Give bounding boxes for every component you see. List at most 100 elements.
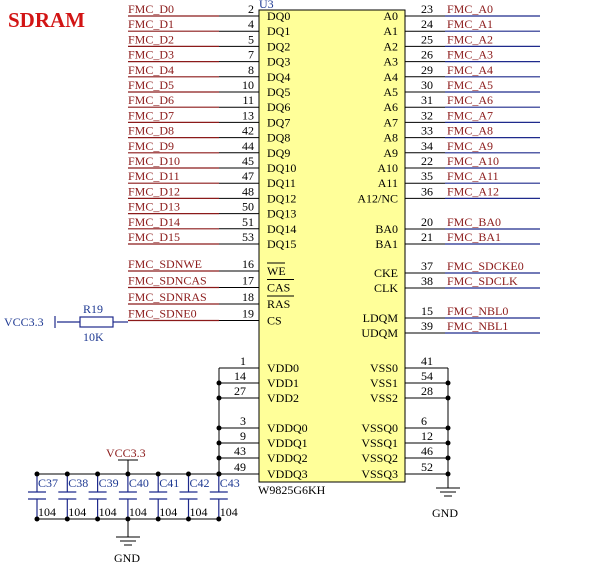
chip-refdes: U3 [259,0,274,11]
pin-number-46: 46 [421,444,433,458]
pin-name-udqm: UDQM [361,326,398,340]
pin-name-vddq0: VDDQ0 [267,421,308,435]
pin-number-28: 28 [421,384,433,398]
pin-number-13: 13 [242,108,254,122]
pin-number-5: 5 [248,32,254,46]
pin-number-47: 47 [242,169,254,183]
pin-name-vssq2: VSSQ2 [361,451,398,465]
pin-number-48: 48 [242,184,254,198]
pin-number-38: 38 [421,274,433,288]
net-label-fmc_ba0: FMC_BA0 [447,215,501,229]
pin-number-1: 1 [240,354,246,368]
pin-name-a12-nc: A12/NC [357,191,398,205]
pin-number-3: 3 [240,414,246,428]
pin-name-dq11: DQ11 [267,176,296,190]
pin-number-45: 45 [242,154,254,168]
net-label-fmc_a5: FMC_A5 [447,78,493,92]
net-label-fmc_d9: FMC_D9 [128,139,174,153]
pin-name-dq9: DQ9 [267,146,290,160]
cap-value-c41: 104 [159,505,177,519]
gnd-label-right: GND [432,506,458,520]
pin-number-37: 37 [421,259,433,273]
pin-name-a2: A2 [383,39,398,53]
pin-number-10: 10 [242,78,254,92]
pin-number-51: 51 [242,215,254,229]
vdd-rail [216,368,222,477]
r19-supply-label: VCC3.3 [4,315,44,329]
pin-name-dq3: DQ3 [267,55,290,69]
pin-name-dq6: DQ6 [267,100,290,114]
pin-number-8: 8 [248,63,254,77]
pin-name-a1: A1 [383,24,398,38]
pin-number-7: 7 [248,48,254,62]
pin-number-6: 6 [421,414,427,428]
chip-body [258,9,406,483]
pin-number-53: 53 [242,230,254,244]
pin-name-ba0: BA0 [375,222,398,236]
pin-name-ba1: BA1 [375,237,398,251]
pin-name-vddq2: VDDQ2 [267,451,308,465]
pin-name-ras: RAS [267,297,290,311]
net-label-fmc_nbl1: FMC_NBL1 [447,319,508,333]
net-label-fmc_d7: FMC_D7 [128,108,174,122]
net-label-fmc_d1: FMC_D1 [128,17,174,31]
pin-name-vdd0: VDD0 [267,361,299,375]
pin-name-a0: A0 [383,9,398,23]
pin-name-a4: A4 [383,70,398,84]
pin-name-clk: CLK [374,281,398,295]
pin-number-15: 15 [421,304,433,318]
cap-refdes-c37: C37 [38,476,58,490]
pin-name-a3: A3 [383,55,398,69]
cap-refdes-c38: C38 [68,476,88,490]
pin-name-vssq1: VSSQ1 [361,436,398,450]
pin-name-vss1: VSS1 [370,376,398,390]
net-label-fmc_sdnras: FMC_SDNRAS [128,290,207,304]
net-label-fmc_sdncas: FMC_SDNCAS [128,274,207,288]
net-label-fmc_ba1: FMC_BA1 [447,230,501,244]
pin-number-42: 42 [242,124,254,138]
net-label-fmc_d14: FMC_D14 [128,215,180,229]
pin-number-22: 22 [421,154,433,168]
net-label-fmc_d13: FMC_D13 [128,200,180,214]
capacitor-c37: C37 104 [28,471,58,522]
net-label-fmc_d3: FMC_D3 [128,48,174,62]
pin-number-17: 17 [242,274,254,288]
pin-number-30: 30 [421,78,433,92]
pin-number-20: 20 [421,215,433,229]
r19-value: 10K [83,330,104,344]
pin-number-2: 2 [248,2,254,16]
net-label-fmc_d4: FMC_D4 [128,63,174,77]
net-label-fmc_nbl0: FMC_NBL0 [447,304,508,318]
pin-name-dq4: DQ4 [267,70,290,84]
net-label-fmc_sdne0: FMC_SDNE0 [128,307,197,321]
net-label-fmc_sdcke0: FMC_SDCKE0 [447,259,524,273]
pin-number-52: 52 [421,460,433,474]
net-label-fmc_d11: FMC_D11 [128,169,180,183]
pin-number-41: 41 [421,354,433,368]
pin-name-dq5: DQ5 [267,85,290,99]
net-label-fmc_d0: FMC_D0 [128,2,174,16]
pin-number-33: 33 [421,124,433,138]
pin-name-vdd1: VDD1 [267,376,299,390]
pin-number-49: 49 [234,460,246,474]
pin-name-dq12: DQ12 [267,191,296,205]
net-label-fmc_a9: FMC_A9 [447,139,493,153]
pin-number-27: 27 [234,384,246,398]
pin-number-11: 11 [242,93,254,107]
cap-value-c43: 104 [220,505,238,519]
net-label-fmc_d5: FMC_D5 [128,78,174,92]
pin-name-dq15: DQ15 [267,237,296,251]
pin-number-16: 16 [242,257,254,271]
cap-supply-label: VCC3.3 [106,446,146,460]
cap-refdes-c42: C42 [190,476,210,490]
pin-name-a8: A8 [383,131,398,145]
cap-value-c37: 104 [38,505,56,519]
net-label-fmc_a7: FMC_A7 [447,108,493,122]
pin-name-vddq1: VDDQ1 [267,436,308,450]
ground-symbol-right: GND [432,487,460,520]
